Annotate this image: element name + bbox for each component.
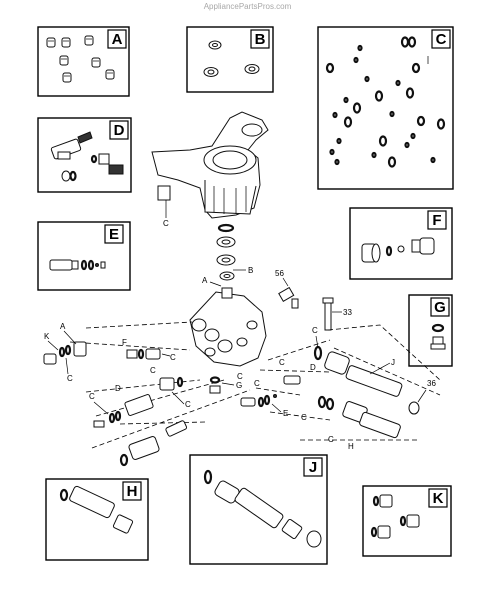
fitting-56: [278, 286, 299, 309]
callout-c-f2: C: [150, 366, 156, 375]
kit-c-box[interactable]: C: [317, 26, 454, 190]
d-subassembly: [93, 376, 188, 467]
callout-c-f: C: [170, 353, 176, 362]
kit-h-letter: H: [127, 483, 138, 500]
callout-33: 33: [343, 308, 352, 317]
kit-a-letter: A: [112, 31, 123, 48]
kit-e-letter: E: [109, 226, 119, 243]
kit-d-letter: D: [114, 122, 125, 139]
kit-g-box[interactable]: G: [408, 294, 453, 367]
callout-d-right: D: [310, 363, 316, 372]
callout-c-e: C: [279, 358, 285, 367]
callout-h-mid: H: [348, 442, 354, 451]
callout-56: 56: [275, 269, 284, 278]
kit-h-tube: [59, 485, 134, 534]
callout-f-mid: F: [122, 338, 127, 347]
g-subassembly: [209, 376, 221, 394]
kit-k-box[interactable]: K: [362, 485, 452, 557]
guide-lines: [69, 321, 441, 449]
kit-j-letter: J: [309, 459, 317, 476]
kit-j-box[interactable]: J: [189, 454, 328, 565]
callout-c-e2: C: [254, 379, 260, 388]
callout-e-mid: E: [283, 409, 288, 418]
callout-d-mid: D: [115, 384, 121, 393]
callout-36: 36: [427, 379, 436, 388]
kit-b-seals: [203, 40, 260, 77]
callout-c-r3: C: [328, 435, 334, 444]
callout-c-d2: C: [185, 400, 191, 409]
right-tubes: [313, 345, 420, 439]
callout-g-mid: G: [236, 381, 242, 390]
kit-d-box[interactable]: D: [37, 117, 132, 193]
callout-c-g: C: [237, 372, 243, 381]
callout-k-left: K: [44, 332, 50, 341]
kit-e-parts: [49, 259, 106, 271]
kit-e-box[interactable]: E: [37, 221, 131, 291]
callout-c-d: C: [89, 392, 95, 401]
kit-j-tube: [203, 469, 322, 548]
kit-g-letter: G: [434, 299, 446, 316]
callout-a-top: A: [202, 276, 208, 285]
callout-c-left: C: [67, 374, 73, 383]
kit-h-box[interactable]: H: [45, 478, 149, 561]
kit-k-letter: K: [433, 490, 444, 507]
callout-c-r2: C: [301, 413, 307, 422]
kit-a-valves: [46, 35, 115, 83]
kit-f-letter: F: [432, 212, 441, 229]
kit-d-unloader: [50, 131, 124, 182]
callout-a-left: A: [60, 322, 66, 331]
callout-c-housing: C: [163, 219, 169, 228]
kit-f-box[interactable]: F: [349, 207, 453, 280]
callout-c-r1: C: [312, 326, 318, 335]
pump-manifold: [189, 287, 267, 367]
kit-b-box[interactable]: B: [186, 26, 274, 93]
kit-b-letter: B: [255, 31, 266, 48]
kit-c-orings: [325, 36, 446, 168]
kit-c-letter: C: [436, 31, 447, 48]
kit-g-plug: [430, 323, 446, 350]
left-plug-assembly: [43, 341, 87, 365]
kit-k-plugs: [370, 494, 420, 539]
callout-j-mid: J: [391, 358, 395, 367]
f-subassembly: [126, 348, 161, 360]
kit-a-box[interactable]: A: [37, 26, 130, 97]
watermark: AppliancePartsPros.com: [203, 2, 292, 11]
e-subassembly: [240, 375, 301, 408]
seal-stack: [216, 223, 236, 281]
pump-housing: [151, 111, 269, 219]
bolt-33: [322, 297, 334, 331]
callout-b-top: B: [248, 266, 253, 275]
kit-f-parts: [361, 237, 435, 263]
